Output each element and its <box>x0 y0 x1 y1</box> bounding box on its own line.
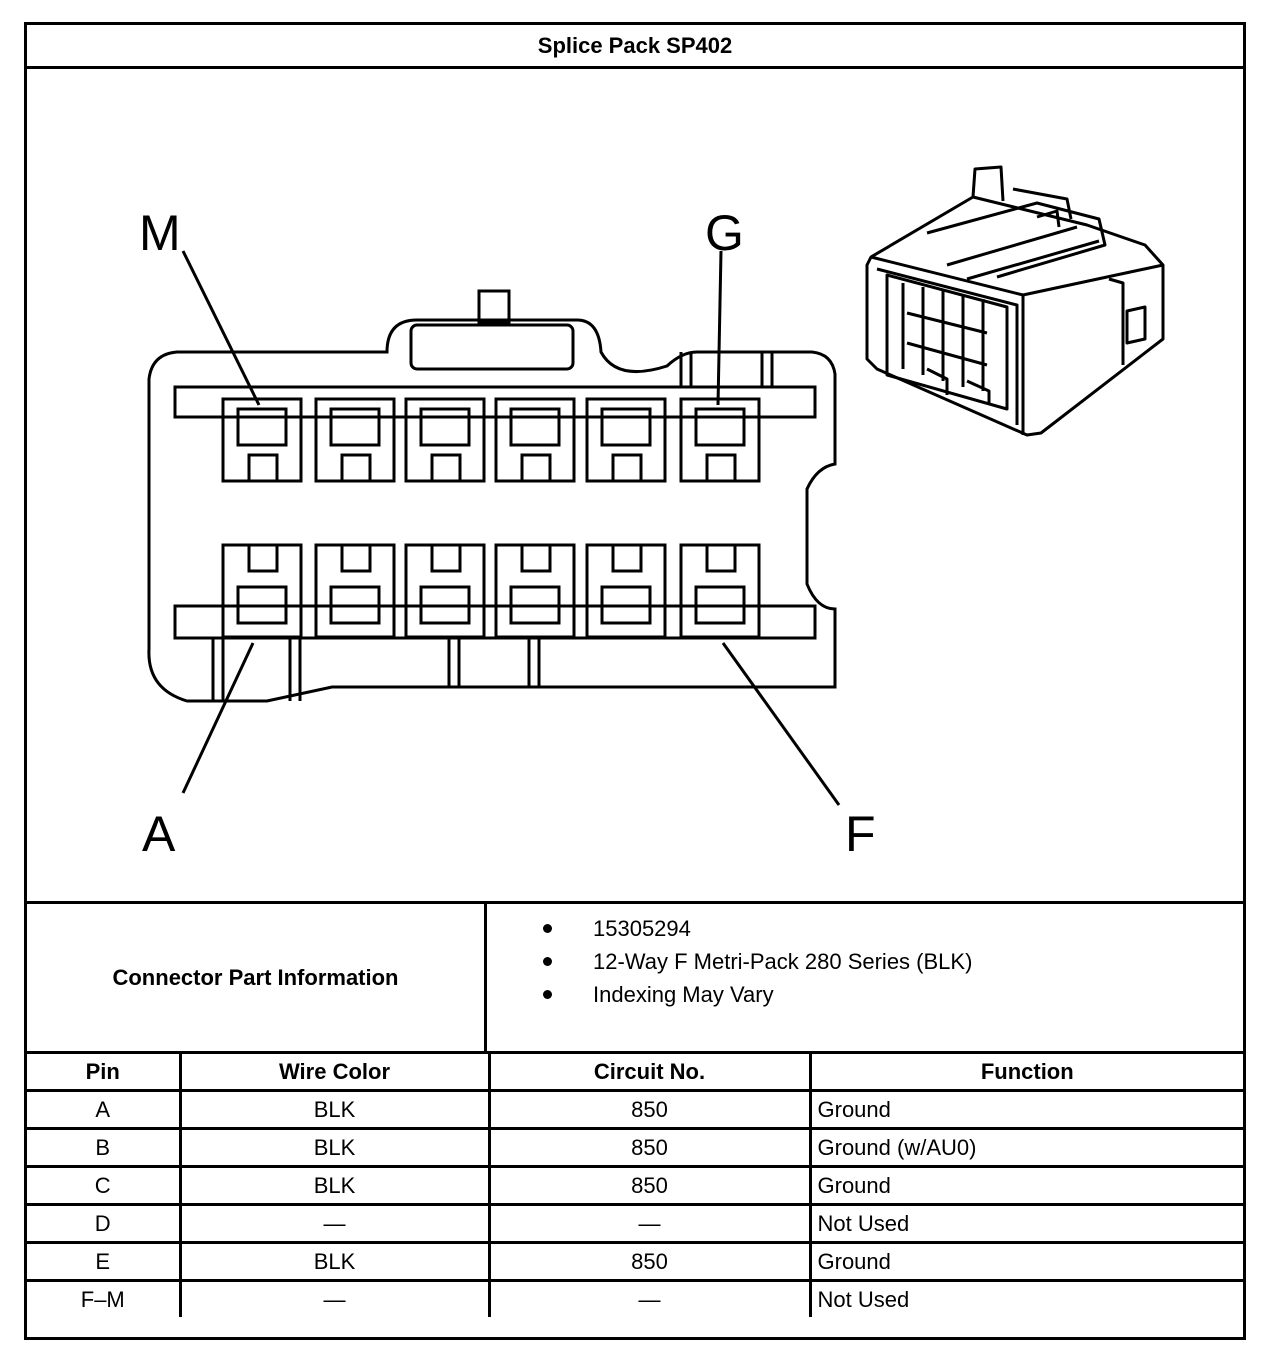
latch-tab <box>477 289 511 324</box>
pin-cell: C <box>27 1165 182 1206</box>
cavity-g <box>679 397 761 483</box>
connector-info-list: 15305294 12-Way F Metri-Pack 280 Series … <box>487 904 1243 1051</box>
connector-info-label: Connector Part Information <box>27 904 487 1051</box>
part-number: 15305294 <box>543 912 1243 945</box>
cavity-e <box>585 543 667 639</box>
wire-color-cell: — <box>178 1279 491 1317</box>
leader-line-f <box>721 642 841 806</box>
bottom-cavity-row <box>221 543 761 639</box>
indexing-note: Indexing May Vary <box>543 978 1243 1011</box>
table-row: A BLK 850 Ground <box>27 1089 1243 1130</box>
pin-label-m: M <box>139 205 181 261</box>
cavity-d <box>494 543 576 639</box>
function-cell: Not Used <box>808 1279 1243 1317</box>
header-function: Function <box>808 1051 1243 1092</box>
pin-cell: E <box>27 1241 182 1282</box>
table-row: D — — Not Used <box>27 1203 1243 1244</box>
pin-table-header: Pin Wire Color Circuit No. Function <box>27 1051 1243 1092</box>
connector-part-info: Connector Part Information 15305294 12-W… <box>27 901 1243 1051</box>
cavity-c <box>404 543 486 639</box>
table-row: B BLK 850 Ground (w/AU0) <box>27 1127 1243 1168</box>
wire-color-cell: BLK <box>178 1127 491 1168</box>
circuit-cell: — <box>487 1203 812 1244</box>
leader-line-a <box>181 642 255 794</box>
wire-color-cell: BLK <box>178 1165 491 1206</box>
cavity-a <box>221 543 303 639</box>
cavity-f <box>679 543 761 639</box>
pin-label-f: F <box>845 806 876 862</box>
header-wire-color: Wire Color <box>178 1051 491 1092</box>
page-title: Splice Pack SP402 <box>27 25 1243 69</box>
table-row: F–M — — Not Used <box>27 1279 1243 1317</box>
pin-label-a: A <box>142 806 176 862</box>
function-cell: Ground <box>808 1165 1243 1206</box>
pin-cell: B <box>27 1127 182 1168</box>
header-pin: Pin <box>27 1051 182 1092</box>
connector-3d-illustration <box>865 165 1165 437</box>
circuit-cell: 850 <box>487 1165 812 1206</box>
function-cell: Ground (w/AU0) <box>808 1127 1243 1168</box>
table-row: C BLK 850 Ground <box>27 1165 1243 1206</box>
connector-type: 12-Way F Metri-Pack 280 Series (BLK) <box>543 945 1243 978</box>
circuit-cell: 850 <box>487 1241 812 1282</box>
connector-housing-outline <box>147 318 837 703</box>
circuit-cell: 850 <box>487 1127 812 1168</box>
pin-cell: A <box>27 1089 182 1130</box>
cavity-l <box>314 397 396 483</box>
connector-face-drawing: M G A F <box>139 165 1165 862</box>
wire-color-cell: — <box>178 1203 491 1244</box>
wire-color-cell: BLK <box>178 1089 491 1130</box>
cavity-k <box>404 397 486 483</box>
connector-sheet: Splice Pack SP402 <box>24 22 1246 1340</box>
header-circuit-no: Circuit No. <box>487 1051 812 1092</box>
function-cell: Ground <box>808 1241 1243 1282</box>
cavity-m <box>221 397 303 483</box>
pin-table: Pin Wire Color Circuit No. Function A BL… <box>27 1051 1243 1317</box>
circuit-cell: — <box>487 1279 812 1317</box>
function-cell: Not Used <box>808 1203 1243 1244</box>
function-cell: Ground <box>808 1089 1243 1130</box>
cavity-b <box>314 543 396 639</box>
top-cavity-row <box>221 397 761 483</box>
leader-line-g <box>716 250 723 406</box>
leader-line-m <box>181 250 261 406</box>
cavity-j <box>494 397 576 483</box>
cavity-h <box>585 397 667 483</box>
circuit-cell: 850 <box>487 1089 812 1130</box>
latch-window <box>409 323 575 371</box>
table-row: E BLK 850 Ground <box>27 1241 1243 1282</box>
pin-cell: F–M <box>27 1279 182 1317</box>
wire-color-cell: BLK <box>178 1241 491 1282</box>
connector-diagram: M G A F <box>27 69 1243 901</box>
pin-label-g: G <box>705 205 744 261</box>
pin-cell: D <box>27 1203 182 1244</box>
